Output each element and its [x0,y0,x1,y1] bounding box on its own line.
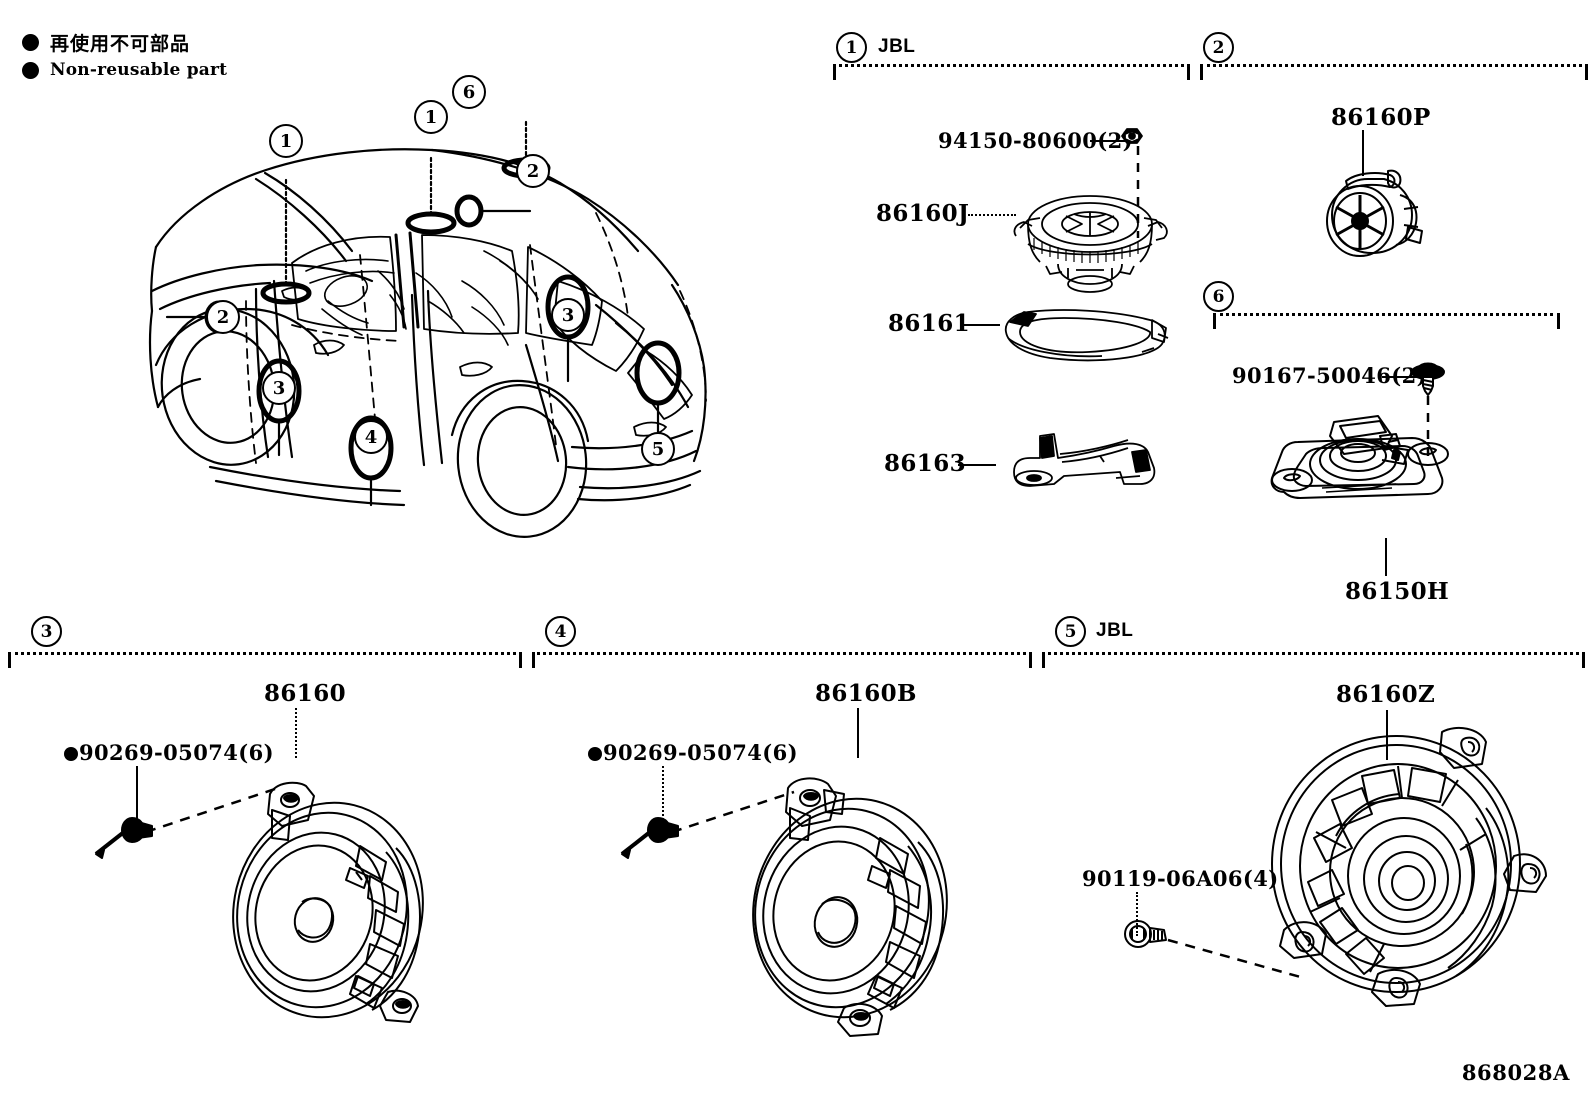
section-bracket-3 [8,652,522,668]
section-bracket-4 [532,652,1032,668]
section-bracket-2 [1200,64,1588,80]
leader-86150H [1385,538,1387,576]
legend-label-english: Non-reusable part [50,60,228,80]
section-bracket-5 [1042,652,1585,668]
leader-90119-06A06 [1136,892,1138,936]
section-6-artwork [1240,360,1500,545]
leader-86160J [968,214,1016,216]
part-label-86150H: 86150H [1345,578,1450,605]
callout-2-right: 2 [516,154,550,188]
leader-86161 [962,324,1000,326]
section-tag-5-jbl: JBL [1096,620,1134,641]
section-number-3: 3 [31,616,62,647]
non-reusable-dot-icon [22,61,39,79]
part-label-86160: 86160 [264,680,347,707]
leader-90269-05074-sec3 [136,766,138,820]
callout-1-dash: 1 [269,124,303,158]
section-3-artwork [80,750,500,1040]
legend-label-japanese: 再使用不可部品 [50,32,191,55]
non-reusable-dot-icon [64,747,78,761]
section-2-artwork [1300,165,1430,280]
callout-2-left: 2 [206,300,240,334]
section-5-artwork [1090,700,1570,1030]
leader-90167-50046 [1382,376,1420,378]
section-bracket-6 [1213,313,1560,329]
leader-90269-05074-sec4 [662,766,664,820]
diagram-id: 868028A [1461,1060,1570,1085]
section-1-artwork [990,118,1190,488]
callout-6-roof: 6 [452,75,486,109]
vehicle-illustration [60,95,820,555]
part-label-86160Z: 86160Z [1336,681,1436,708]
section-number-1: 1 [836,32,867,63]
callout-5-tailgate: 5 [641,432,675,466]
part-label-86160B: 86160B [815,680,917,707]
legend-row-english: Non-reusable part [22,56,362,84]
non-reusable-dot-icon [22,33,39,51]
part-label-86161: 86161 [888,310,971,337]
part-label-text: 90269-05074(6) [603,740,798,765]
part-label-90119-06A06: 90119-06A06(4) [1082,866,1279,891]
section-4-artwork [606,750,1026,1040]
section-number-6: 6 [1203,281,1234,312]
leader-86160Z [1386,710,1388,760]
part-label-86160P: 86160P [1331,104,1431,131]
part-label-text: 90269-05074(6) [79,740,274,765]
section-number-2: 2 [1203,32,1234,63]
non-reusable-dot-icon [588,747,602,761]
leader-94150-80600 [1090,140,1128,142]
leader-86160B [857,708,859,758]
part-label-90269-05074-sec3: 90269-05074(6) [64,740,274,765]
callout-3-rear-quarter: 3 [551,298,585,332]
part-label-90167-50046: 90167-50046(2) [1232,363,1427,388]
section-tag-1-jbl: JBL [878,36,916,57]
callout-1-cowl: 1 [414,100,448,134]
leader-86163 [958,464,996,466]
leader-86160 [295,708,297,758]
section-number-4: 4 [545,616,576,647]
legend: 再使用不可部品 Non-reusable part [22,28,362,84]
section-number-5: 5 [1055,616,1086,647]
part-label-86160J: 86160J [876,200,970,227]
section-bracket-1 [833,64,1190,80]
callout-4-rear-door: 4 [354,420,388,454]
legend-row-japanese: 再使用不可部品 [22,28,362,56]
callout-3-front-door: 3 [262,371,296,405]
leader-86160P [1362,130,1364,176]
part-label-86163: 86163 [884,450,967,477]
part-label-90269-05074-sec4: 90269-05074(6) [588,740,798,765]
